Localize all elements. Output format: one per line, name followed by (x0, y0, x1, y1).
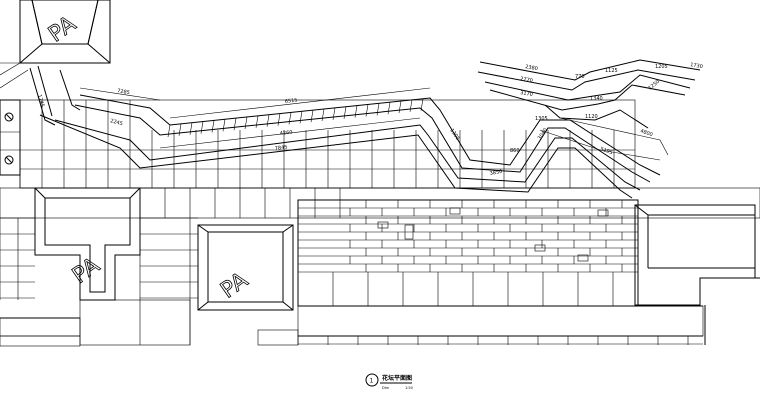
pa-planter-bottom-left: PA (34, 187, 141, 301)
scale-left: Dim (382, 386, 390, 390)
dim-label: 2380 (525, 64, 539, 72)
pa-planter-center: PA (197, 224, 294, 311)
drawing-title-block: 1 花坛平面图 Dim 1:50 (365, 373, 413, 390)
pa-planter-top-left: PA (19, 0, 111, 64)
dimension-labels: 1245 7285 2245 6515 4260 7845 2380 2770 … (36, 62, 703, 177)
pa-label-2: PA (68, 253, 104, 289)
dim-label: 1730 (690, 62, 704, 70)
bolt-icon (4, 112, 14, 122)
paving-grid (19, 99, 636, 189)
right-blocks (634, 204, 760, 345)
corner-lines (0, 62, 29, 89)
pa-label-3: PA (216, 268, 252, 304)
dim-label: 770 (575, 74, 585, 80)
dim-label: 1125 (605, 68, 618, 74)
dim-label: 1305 (535, 116, 548, 122)
dim-label: 6515 (285, 97, 298, 105)
title-number: 1 (370, 378, 374, 385)
drawing-title: 花坛平面图 (382, 374, 412, 382)
pa-label-1: PA (44, 12, 80, 48)
dim-label: 2245 (109, 118, 123, 127)
dim-label: 7845 (275, 144, 288, 152)
bolt-icon (4, 155, 14, 165)
dim-label: 3850 (489, 169, 503, 177)
dim-label: 5195 (599, 146, 613, 156)
dim-label: 1305 (448, 128, 460, 142)
dim-label: 1340 (590, 96, 603, 102)
dim-label: 1120 (585, 114, 598, 120)
middle-row (0, 187, 760, 345)
dim-label: 1205 (655, 64, 668, 70)
bottom-row (79, 299, 703, 346)
dim-label: 1245 (36, 94, 45, 108)
gravel-strip (0, 305, 704, 347)
title-number-circle (365, 373, 379, 387)
brick-wall (297, 199, 639, 307)
dim-label: 4260 (280, 129, 293, 137)
drawing-scale: 1:50 (405, 386, 413, 390)
dim-label: 860 (510, 148, 520, 154)
dim-label: 2770 (520, 76, 534, 84)
dim-label: 3170 (520, 90, 534, 98)
dim-label: 4800 (639, 128, 653, 138)
left-grid (0, 99, 21, 176)
dim-label: 7285 (117, 88, 131, 96)
planter-edge-band (29, 59, 701, 199)
